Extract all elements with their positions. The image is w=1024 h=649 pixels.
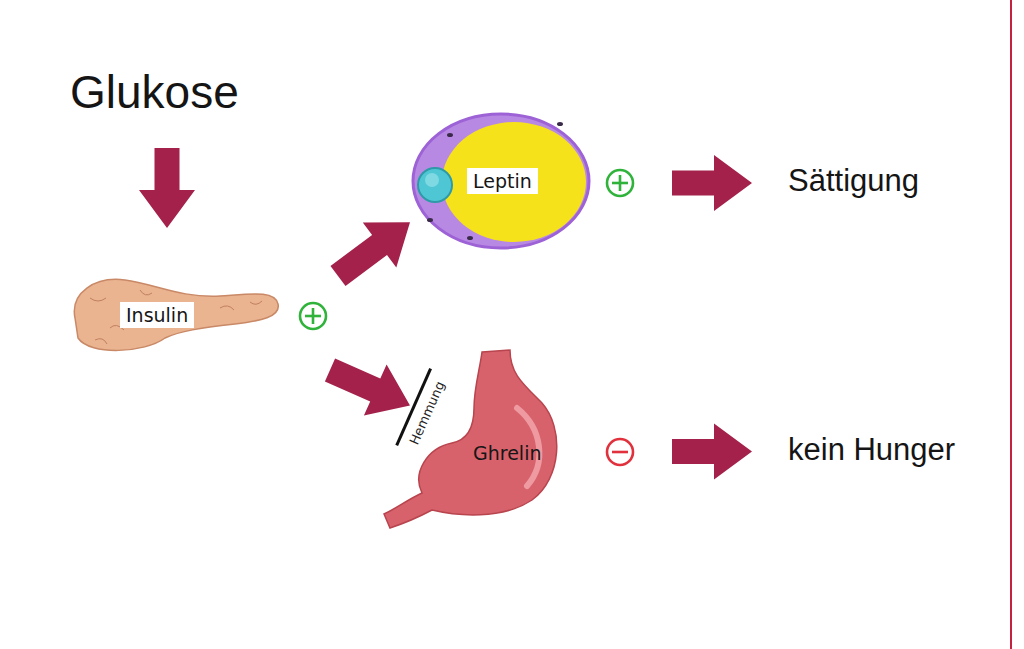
arrow-shape	[672, 424, 752, 480]
minus-symbol	[607, 439, 633, 465]
border-line	[1010, 0, 1012, 649]
hormone-label: Insulin	[120, 302, 194, 328]
hormone-label: Ghrelin	[467, 440, 547, 466]
block-arrow	[331, 222, 411, 286]
pancreas-node: Insulin	[70, 268, 280, 358]
block-arrow	[672, 424, 752, 480]
node-text: Glukose	[70, 66, 239, 119]
arrow-shape	[325, 359, 410, 416]
node-text: kein Hunger	[788, 432, 955, 468]
output-text: Sättigung	[788, 163, 919, 199]
inhibition-label: Hemmung	[406, 379, 447, 447]
arrow-shape	[672, 155, 752, 211]
arrow-shape	[331, 222, 411, 286]
plus-symbol	[300, 303, 326, 329]
input-text: Glukose	[70, 66, 239, 119]
block-arrow	[672, 155, 752, 211]
block-arrow	[139, 148, 195, 228]
hormone-label: Leptin	[467, 168, 538, 194]
output-text: kein Hunger	[788, 432, 955, 468]
node-text: Sättigung	[788, 163, 919, 199]
fat-cell-node: Leptin	[410, 110, 592, 252]
plus-symbol	[607, 170, 633, 196]
arrow-shape	[139, 148, 195, 228]
